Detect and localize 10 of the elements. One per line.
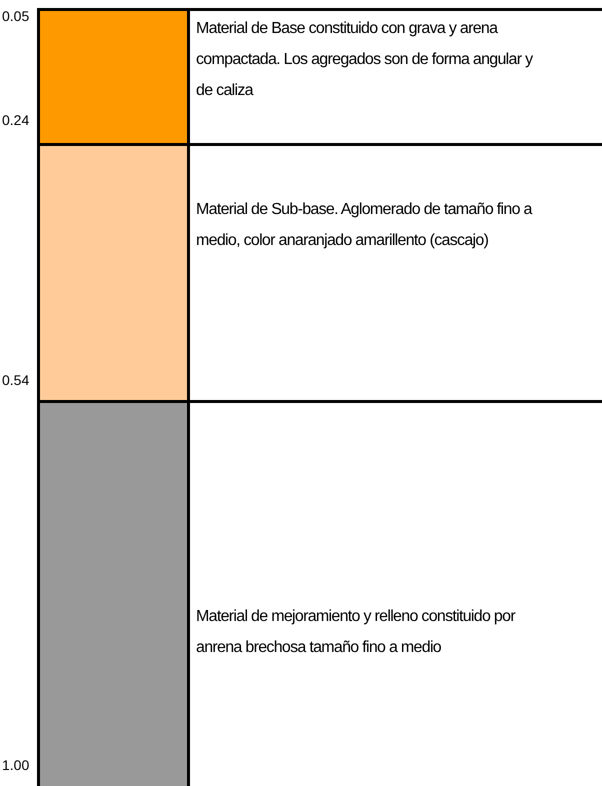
layer-row: [37, 143, 602, 400]
layer-row: [37, 8, 602, 143]
layer-description: Material de Base constituido con grava y arena compactada. Los agregados son de forma angular y de caliza: [196, 19, 534, 101]
depth-label: 0.54: [2, 372, 30, 388]
layer-description: Material de mejoramiento y relleno constituido por anrena brechosa tamaño fino a medio: [196, 607, 516, 658]
depth-label: 0.24: [2, 112, 30, 128]
layer-row: [37, 400, 602, 786]
layer-description: Material de Sub-base. Aglomerado de tamaño fino a medio, color anaranjado amarillento (cascajo): [196, 200, 534, 251]
depth-label: 1.00: [2, 757, 30, 773]
depth-label: 0.05: [2, 8, 30, 24]
